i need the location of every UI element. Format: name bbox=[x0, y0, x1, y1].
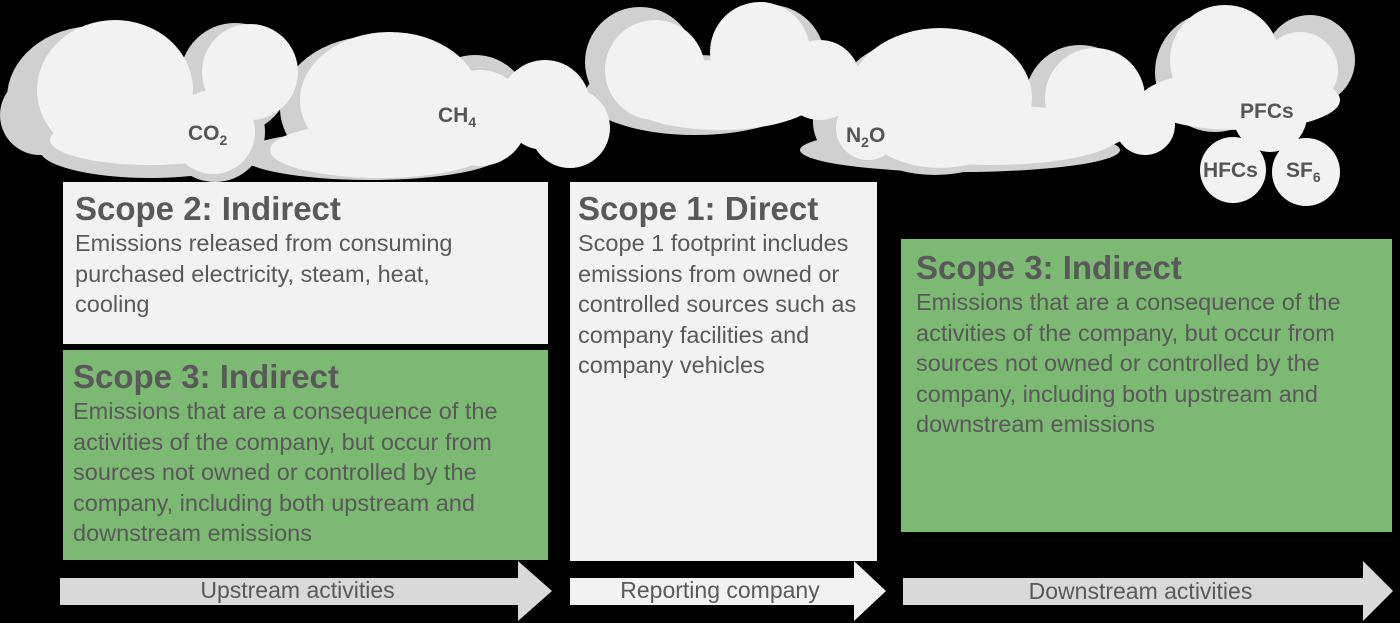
scope2-title: Scope 2: Indirect bbox=[75, 190, 341, 227]
scope3-upstream-description: Emissions that are a consequence of the … bbox=[73, 398, 498, 546]
scope1-box: Scope 1: Direct Scope 1 footprint includ… bbox=[570, 182, 877, 561]
greenhouse-gas-clouds bbox=[0, 2, 1355, 206]
scope2-upstream-box: Scope 2: Indirect Emissions released fro… bbox=[63, 182, 548, 344]
downstream-label: Downstream activities bbox=[1028, 578, 1253, 604]
scope3-downstream-box: Scope 3: Indirect Emissions that are a c… bbox=[901, 239, 1392, 532]
reporting-arrow bbox=[570, 561, 886, 621]
co2-label: CO2 bbox=[188, 122, 228, 148]
upstream-label: Upstream activities bbox=[200, 577, 395, 603]
pfcs-label: PFCs bbox=[1240, 100, 1294, 123]
sf6-label: SF6 bbox=[1286, 159, 1321, 185]
scope1-description: Scope 1 footprint includes emissions fro… bbox=[578, 230, 857, 378]
scope3-downstream-title: Scope 3: Indirect bbox=[916, 249, 1182, 286]
n2o-label: N2O bbox=[846, 124, 886, 150]
ch4-label: CH4 bbox=[438, 104, 477, 130]
scope2-description: Emissions released from consuming purcha… bbox=[75, 230, 453, 317]
downstream-arrow bbox=[903, 561, 1393, 621]
hfcs-label: HFCs bbox=[1203, 159, 1258, 182]
upstream-arrow bbox=[60, 561, 552, 621]
reporting-label: Reporting company bbox=[620, 577, 820, 603]
scope3-upstream-box: Scope 3: Indirect Emissions that are a c… bbox=[63, 350, 548, 560]
scope3-downstream-description: Emissions that are a consequence of the … bbox=[916, 289, 1341, 437]
clouds bbox=[37, 2, 1340, 206]
scope3-upstream-title: Scope 3: Indirect bbox=[73, 358, 339, 395]
scope1-title: Scope 1: Direct bbox=[578, 190, 819, 227]
